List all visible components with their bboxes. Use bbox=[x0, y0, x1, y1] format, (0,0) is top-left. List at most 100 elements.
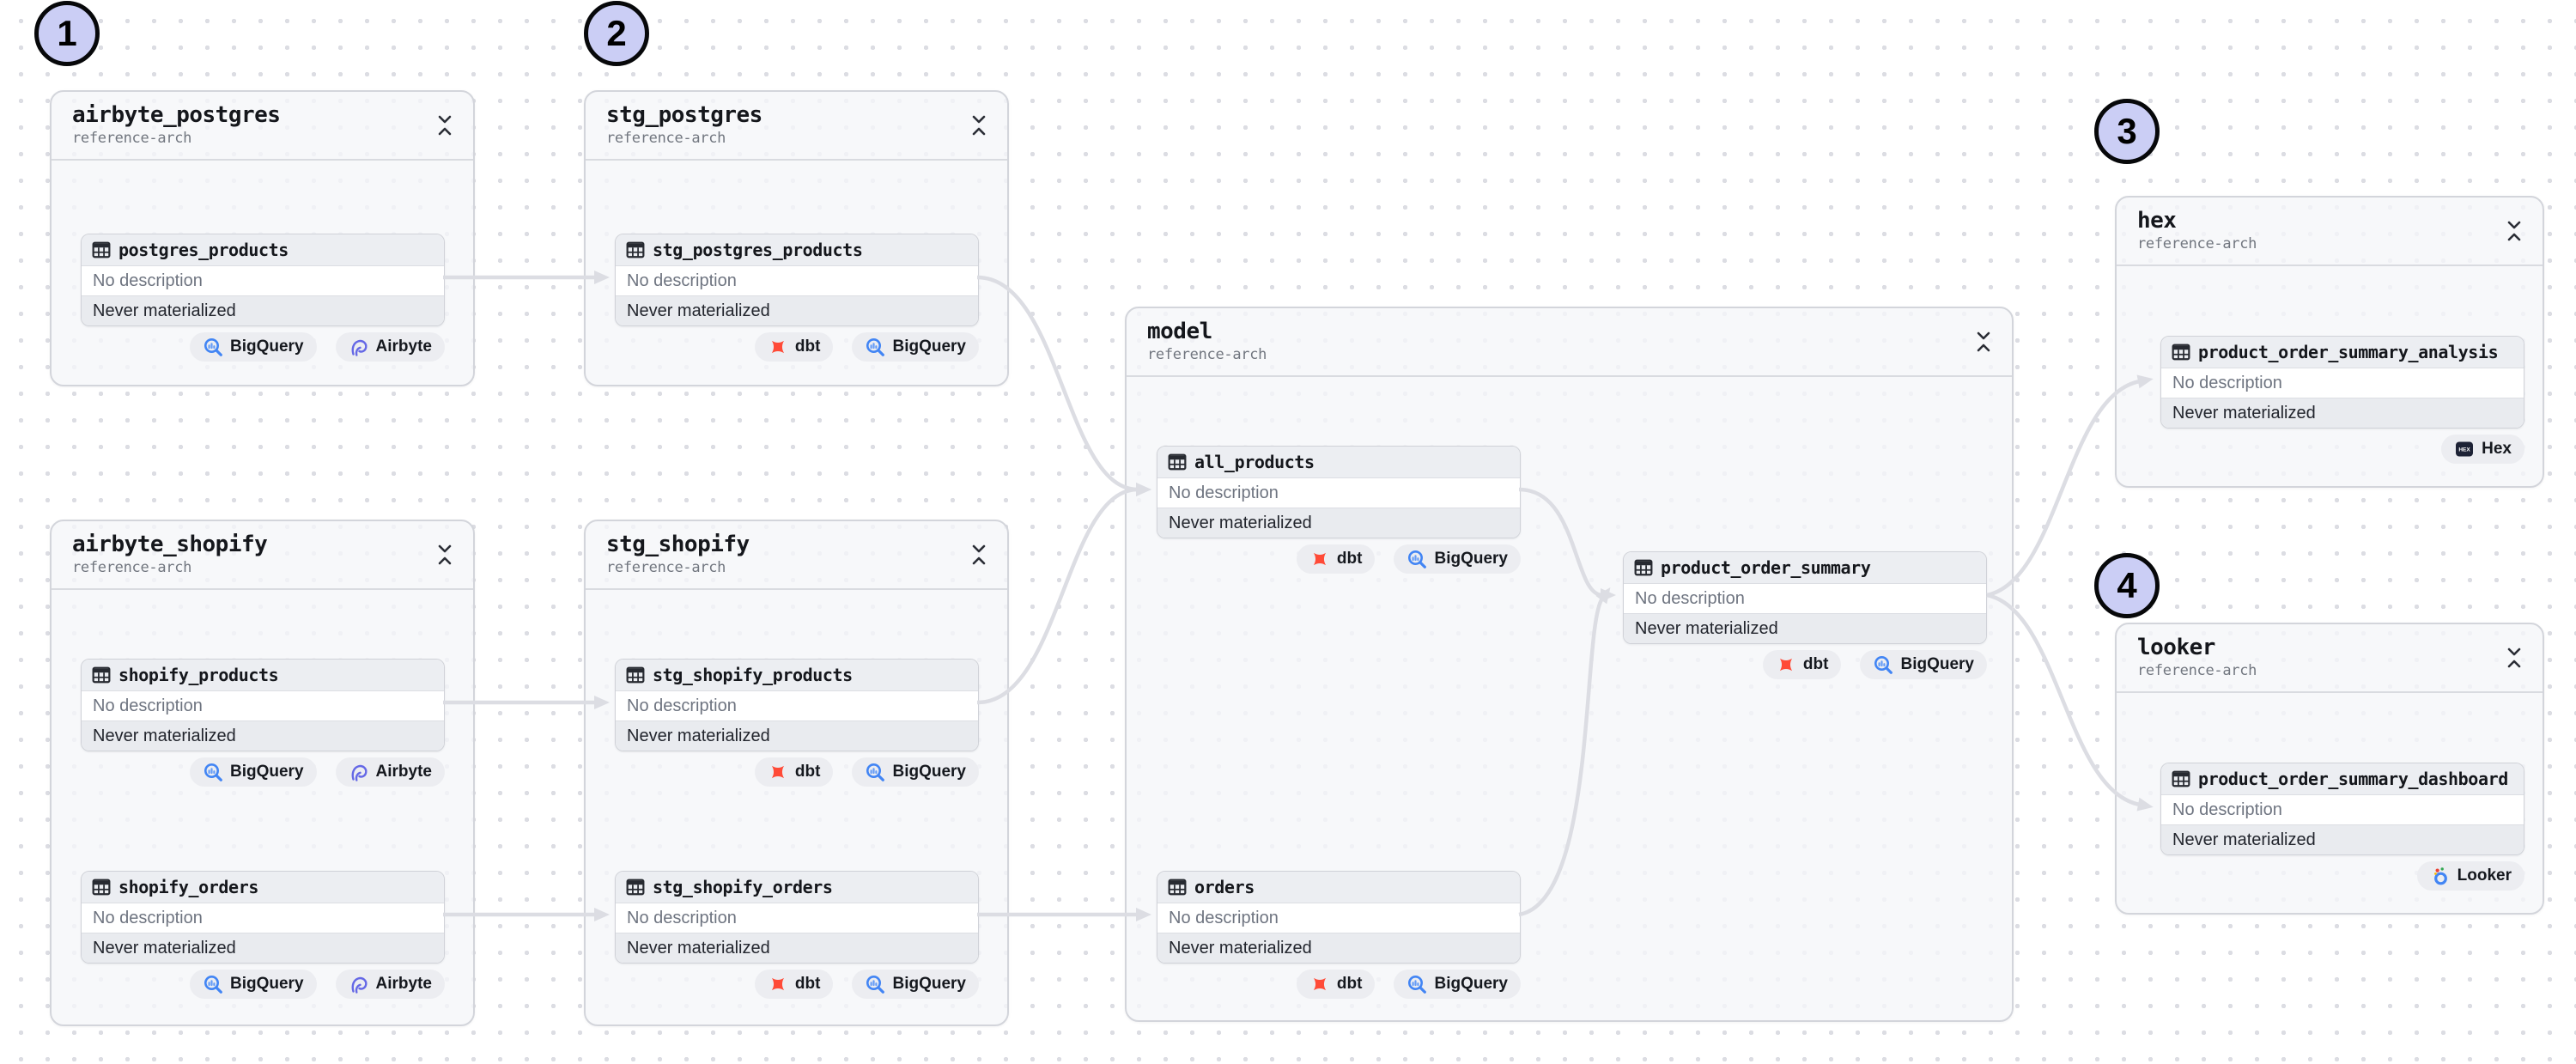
badge-label: Airbyte bbox=[375, 763, 432, 781]
badge-looker[interactable]: Looker bbox=[2416, 861, 2524, 891]
table-icon bbox=[2172, 769, 2190, 788]
badge-dbt[interactable]: dbt bbox=[754, 970, 834, 999]
group-title: airbyte_shopify bbox=[72, 532, 268, 557]
group-header-model[interactable]: model reference-arch bbox=[1127, 308, 2012, 377]
annotation-label: 4 bbox=[2117, 565, 2137, 605]
group-header-stg-postgres[interactable]: stg_postgres reference-arch bbox=[586, 92, 1007, 161]
asset-card-shopify-orders[interactable]: shopify_orders No description Never mate… bbox=[81, 871, 445, 964]
table-icon bbox=[626, 666, 645, 684]
asset-status: Never materialized bbox=[82, 720, 444, 751]
collapse-group-icon[interactable] bbox=[1974, 330, 1993, 354]
badge-bigquery[interactable]: BigQuery bbox=[1394, 970, 1521, 999]
collapse-group-icon[interactable] bbox=[2505, 219, 2524, 243]
badge-label: dbt bbox=[794, 975, 821, 993]
collapse-group-icon[interactable] bbox=[969, 543, 988, 567]
collapse-group-icon[interactable] bbox=[969, 113, 988, 137]
collapse-group-icon[interactable] bbox=[435, 113, 454, 137]
group-header-airbyte-postgres[interactable]: airbyte_postgres reference-arch bbox=[52, 92, 473, 161]
badge-label: Hex bbox=[2482, 440, 2512, 458]
asset-description: No description bbox=[1157, 478, 1520, 508]
badge-label: BigQuery bbox=[892, 975, 966, 993]
asset-name: shopify_orders bbox=[118, 877, 258, 897]
badge-bigquery[interactable]: BigQuery bbox=[190, 332, 317, 362]
asset-card-orders[interactable]: orders No description Never materialized bbox=[1157, 871, 1521, 964]
group-stg-shopify: stg_shopify reference-arch stg_shopify_p… bbox=[584, 520, 1009, 1026]
annotation-label: 2 bbox=[606, 13, 627, 53]
asset-card-product-order-summary-dashboard[interactable]: product_order_summary_dashboard No descr… bbox=[2160, 763, 2524, 855]
group-header-hex[interactable]: hex reference-arch bbox=[2117, 198, 2543, 266]
badge-dbt[interactable]: dbt bbox=[1296, 544, 1376, 574]
asset-card-all-products[interactable]: all_products No description Never materi… bbox=[1157, 446, 1521, 538]
group-header-airbyte-shopify[interactable]: airbyte_shopify reference-arch bbox=[52, 521, 473, 590]
group-subtitle: reference-arch bbox=[606, 129, 726, 147]
annotation-circle-4: 4 bbox=[2094, 553, 2160, 618]
badge-hex[interactable]: HEX Hex bbox=[2441, 435, 2524, 464]
table-icon bbox=[626, 240, 645, 259]
badge-dbt[interactable]: dbt bbox=[754, 332, 834, 362]
badge-bigquery[interactable]: BigQuery bbox=[852, 332, 979, 362]
asset-card-stg-shopify-orders[interactable]: stg_shopify_orders No description Never … bbox=[615, 871, 979, 964]
asset-status: Never materialized bbox=[616, 933, 978, 963]
asset-status: Never materialized bbox=[82, 295, 444, 325]
asset-card-postgres-products[interactable]: postgres_products No description Never m… bbox=[81, 234, 445, 326]
badge-row: dbt BigQuery bbox=[615, 970, 979, 999]
badge-label: BigQuery bbox=[892, 337, 966, 356]
group-header-looker[interactable]: looker reference-arch bbox=[2117, 624, 2543, 693]
asset-description: No description bbox=[616, 266, 978, 295]
collapse-group-icon[interactable] bbox=[435, 543, 454, 567]
asset-card-shopify-products[interactable]: shopify_products No description Never ma… bbox=[81, 659, 445, 751]
table-icon bbox=[1634, 558, 1653, 577]
badge-dbt[interactable]: dbt bbox=[1296, 970, 1376, 999]
badge-bigquery[interactable]: BigQuery bbox=[1860, 650, 1987, 679]
asset-card-stg-postgres-products[interactable]: stg_postgres_products No description Nev… bbox=[615, 234, 979, 326]
bigquery-icon bbox=[203, 762, 223, 782]
group-title: hex bbox=[2137, 208, 2177, 234]
bigquery-icon bbox=[1406, 974, 1427, 994]
badge-airbyte[interactable]: Airbyte bbox=[335, 757, 445, 787]
badge-airbyte[interactable]: Airbyte bbox=[335, 970, 445, 999]
badge-label: dbt bbox=[1802, 655, 1829, 673]
badge-row: dbt BigQuery bbox=[615, 757, 979, 787]
asset-card-stg-shopify-products[interactable]: stg_shopify_products No description Neve… bbox=[615, 659, 979, 751]
dbt-icon bbox=[768, 337, 788, 357]
badge-label: dbt bbox=[794, 337, 821, 356]
badge-bigquery[interactable]: BigQuery bbox=[852, 970, 979, 999]
group-title: model bbox=[1147, 319, 1212, 344]
table-icon bbox=[1168, 878, 1187, 897]
asset-status: Never materialized bbox=[1624, 613, 1986, 643]
airbyte-icon bbox=[349, 974, 369, 994]
bigquery-icon bbox=[1873, 654, 1893, 675]
bigquery-icon bbox=[1406, 549, 1427, 569]
badge-bigquery[interactable]: BigQuery bbox=[190, 757, 317, 787]
group-header-stg-shopify[interactable]: stg_shopify reference-arch bbox=[586, 521, 1007, 590]
asset-card-product-order-summary[interactable]: product_order_summary No description Nev… bbox=[1623, 551, 1987, 644]
collapse-group-icon[interactable] bbox=[2505, 646, 2524, 670]
badge-dbt[interactable]: dbt bbox=[754, 757, 834, 787]
badge-airbyte[interactable]: Airbyte bbox=[335, 332, 445, 362]
asset-status: Never materialized bbox=[2161, 824, 2524, 854]
group-model: model reference-arch all_products No des… bbox=[1125, 307, 2014, 1022]
badge-bigquery[interactable]: BigQuery bbox=[1394, 544, 1521, 574]
asset-name: product_order_summary bbox=[1661, 557, 1871, 578]
asset-description: No description bbox=[82, 903, 444, 933]
asset-card-product-order-summary-analysis[interactable]: product_order_summary_analysis No descri… bbox=[2160, 336, 2524, 429]
group-hex: hex reference-arch product_order_summary… bbox=[2115, 196, 2544, 488]
bigquery-icon bbox=[865, 974, 885, 994]
asset-name: product_order_summary_dashboard bbox=[2198, 769, 2508, 789]
hex-icon-text: HEX bbox=[2458, 447, 2470, 453]
asset-name: stg_postgres_products bbox=[653, 240, 863, 260]
badge-dbt[interactable]: dbt bbox=[1762, 650, 1842, 679]
asset-description: No description bbox=[1157, 903, 1520, 933]
annotation-circle-2: 2 bbox=[584, 1, 649, 66]
badge-bigquery[interactable]: BigQuery bbox=[852, 757, 979, 787]
asset-description: No description bbox=[1624, 584, 1986, 613]
airbyte-icon bbox=[349, 337, 369, 357]
dbt-icon bbox=[768, 974, 788, 994]
asset-status: Never materialized bbox=[2161, 398, 2524, 428]
badge-label: dbt bbox=[1336, 550, 1363, 568]
group-title: looker bbox=[2137, 635, 2215, 660]
badge-label: BigQuery bbox=[230, 763, 304, 781]
badge-bigquery[interactable]: BigQuery bbox=[190, 970, 317, 999]
asset-name: product_order_summary_analysis bbox=[2198, 342, 2499, 362]
